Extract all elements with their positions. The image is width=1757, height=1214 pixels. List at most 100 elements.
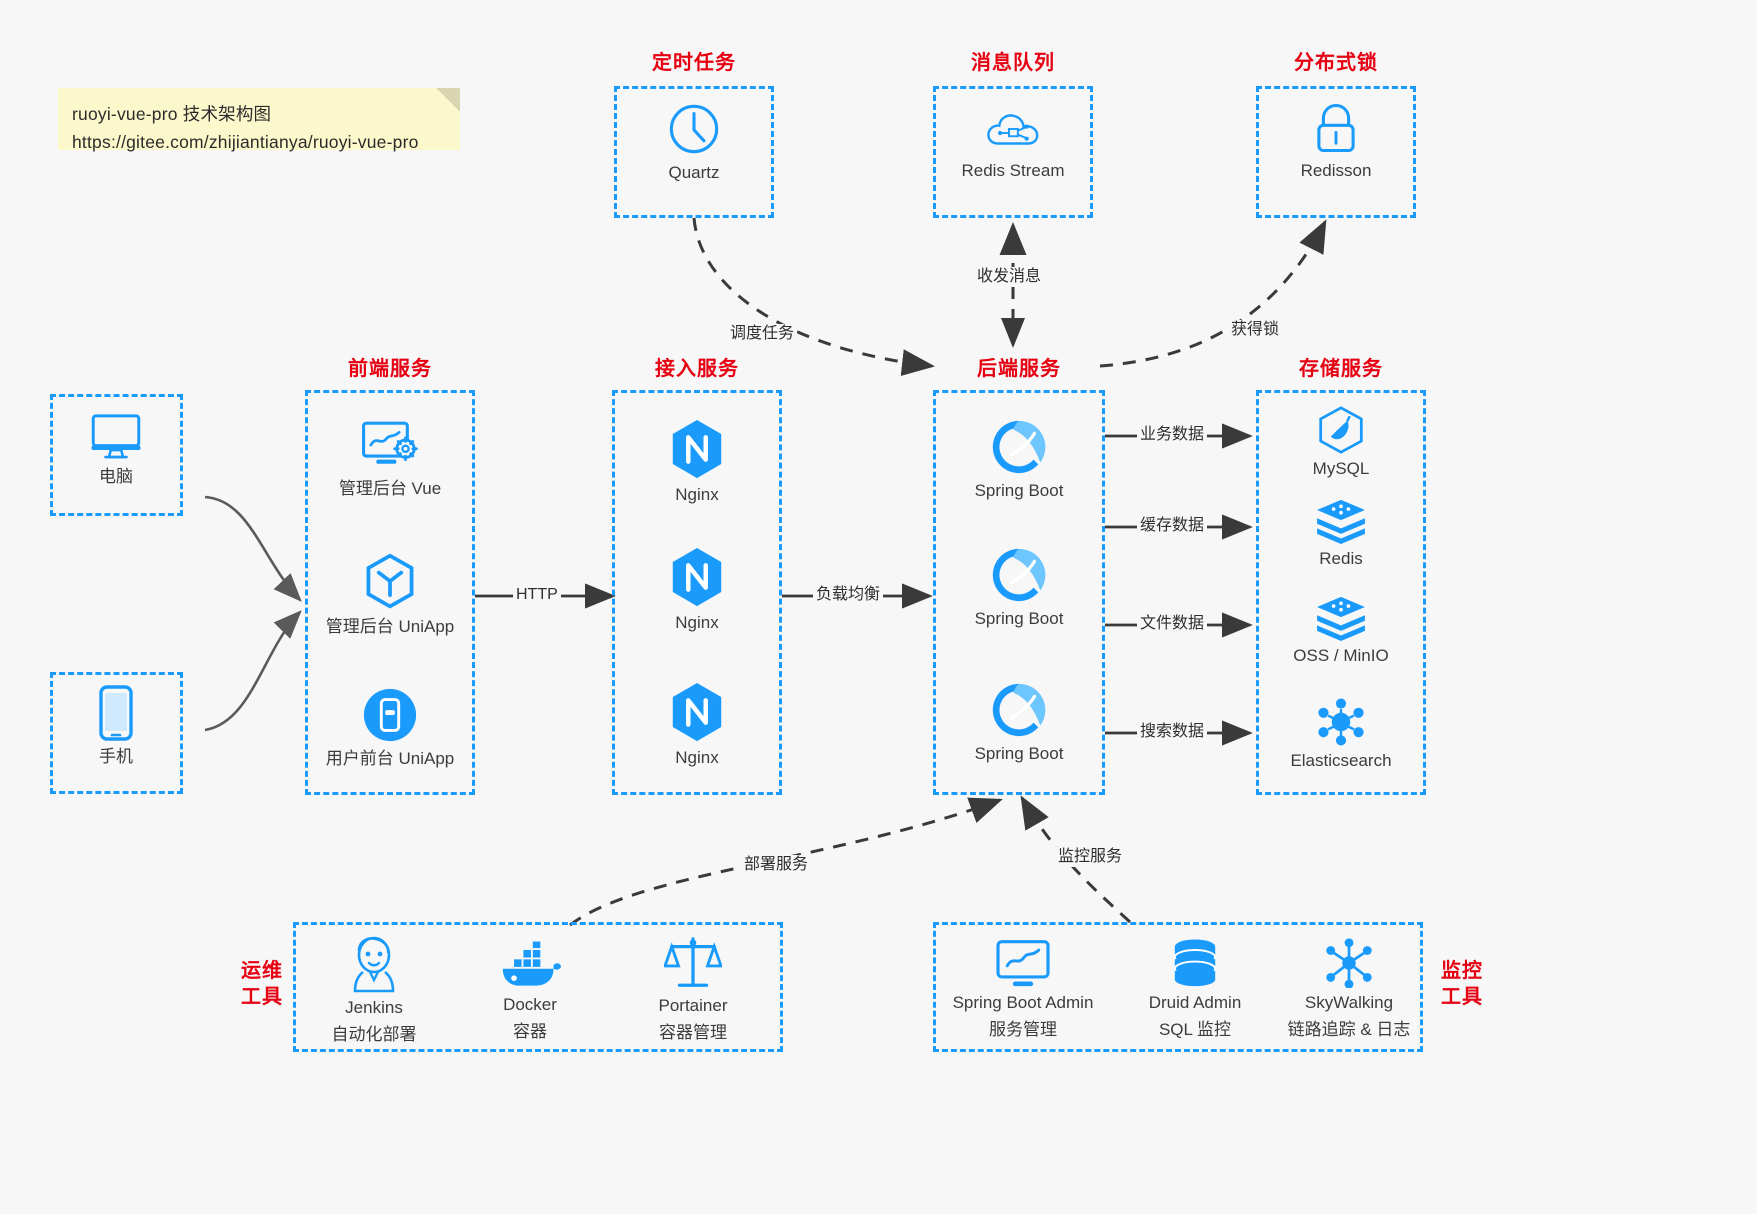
group-title-gateway: 接入服务 [655, 358, 739, 380]
monitoring-title-line-2: 工具 [1441, 986, 1483, 1008]
clock-icon [669, 104, 719, 154]
group-box-client-mobile [50, 672, 183, 794]
group-title-frontend: 前端服务 [348, 358, 432, 380]
node-admin-uniapp[interactable]: 管理后台 UniApp [310, 552, 470, 638]
node-nginx-3[interactable]: Nginx [617, 681, 777, 769]
node-nginx-1[interactable]: Nginx [617, 418, 777, 506]
spring-boot-icon [992, 420, 1046, 474]
group-box-devops [293, 922, 783, 1052]
node-nginx-2[interactable]: Nginx [617, 546, 777, 634]
node-spring-boot-1[interactable]: Spring Boot [939, 418, 1099, 502]
database-stack-icon [1173, 939, 1217, 987]
node-label: Jenkins [345, 998, 403, 1017]
group-box-storage [1256, 390, 1426, 795]
edge-label-acquire-lock: 获得锁 [1228, 320, 1283, 340]
node-jenkins[interactable]: Jenkins 自动化部署 [296, 935, 452, 1046]
desktop-monitor-icon [91, 414, 141, 459]
node-label: 电脑 [99, 467, 133, 486]
node-mysql[interactable]: MySQL [1261, 406, 1421, 480]
node-portainer[interactable]: Portainer 容器管理 [615, 935, 771, 1044]
node-label: 用户前台 UniApp [325, 749, 455, 768]
note-line-1: ruoyi-vue-pro 技术架构图 [72, 104, 272, 124]
edge-label-load-balance: 负载均衡 [813, 585, 884, 605]
note-fold-corner [436, 88, 460, 112]
node-druid-admin[interactable]: Druid Admin SQL 监控 [1117, 938, 1273, 1041]
node-sublabel: 自动化部署 [331, 1025, 417, 1044]
node-label: MySQL [1312, 459, 1370, 478]
spring-boot-icon [992, 548, 1046, 602]
node-label: Redis Stream [961, 161, 1065, 180]
node-sublabel: 容器 [513, 1022, 547, 1041]
node-docker[interactable]: Docker 容器 [452, 940, 608, 1043]
edge-label-file-data: 文件数据 [1137, 614, 1208, 634]
node-skywalking[interactable]: SkyWalking 链路追踪 & 日志 [1264, 938, 1434, 1041]
group-title-devops: 运维 工具 [232, 958, 292, 1010]
group-box-gateway [612, 390, 782, 795]
nginx-icon [672, 547, 722, 607]
portainer-scale-icon [664, 937, 722, 987]
node-label: Docker [503, 995, 557, 1014]
edge-label-deploy-service: 部署服务 [741, 855, 812, 875]
node-sublabel: 容器管理 [659, 1023, 727, 1042]
group-box-monitoring [933, 922, 1423, 1052]
node-label: Spring Boot Admin [952, 993, 1094, 1012]
jenkins-icon [353, 936, 395, 993]
node-spring-boot-2[interactable]: Spring Boot [939, 546, 1099, 630]
node-label: Redis [1319, 549, 1363, 568]
node-label: Spring Boot [974, 744, 1064, 763]
node-redisson[interactable]: Redisson [1256, 100, 1416, 182]
monitor-chart-icon [996, 940, 1050, 987]
node-label: Nginx [675, 485, 719, 504]
node-label: Portainer [658, 996, 728, 1015]
edge-label-monitor-service: 监控服务 [1055, 847, 1126, 867]
group-box-scheduled-task [614, 86, 774, 218]
node-redis-stream[interactable]: Redis Stream [933, 102, 1093, 182]
cloud-stream-icon [987, 114, 1039, 145]
group-title-scheduled-task: 定时任务 [652, 52, 736, 74]
node-label: Redisson [1300, 161, 1372, 180]
group-title-monitoring: 监控 工具 [1432, 958, 1492, 1010]
lock-icon [1317, 103, 1355, 153]
edge-label-business-data: 业务数据 [1137, 425, 1208, 445]
nginx-icon [672, 682, 722, 742]
mobile-app-circle-icon [363, 688, 417, 742]
node-desktop[interactable]: 电脑 [36, 410, 196, 488]
node-label: 管理后台 Vue [338, 479, 442, 498]
node-label: 管理后台 UniApp [325, 617, 455, 636]
node-sublabel: 服务管理 [989, 1020, 1057, 1039]
devops-title-line-1: 运维 [241, 960, 283, 982]
node-quartz[interactable]: Quartz [614, 100, 774, 184]
admin-dashboard-icon [362, 421, 418, 464]
node-label: Quartz [668, 163, 720, 182]
docker-icon [502, 941, 561, 986]
group-title-distributed-lock: 分布式锁 [1294, 52, 1378, 74]
edge-label-send-receive-message: 收发消息 [974, 267, 1045, 287]
skywalking-icon [1326, 938, 1372, 988]
node-spring-boot-3[interactable]: Spring Boot [939, 681, 1099, 765]
group-box-distributed-lock [1256, 86, 1416, 218]
redis-icon [1317, 499, 1365, 544]
node-user-uniapp[interactable]: 用户前台 UniApp [310, 686, 470, 770]
node-spring-boot-admin[interactable]: Spring Boot Admin 服务管理 [938, 938, 1108, 1041]
group-box-backend [933, 390, 1105, 795]
node-redis[interactable]: Redis [1261, 498, 1421, 570]
uniapp-hex-icon [366, 553, 414, 609]
node-admin-vue[interactable]: 管理后台 Vue [310, 418, 470, 500]
group-title-storage: 存储服务 [1299, 358, 1383, 380]
node-label: Spring Boot [974, 481, 1064, 500]
node-sublabel: 链路追踪 & 日志 [1287, 1020, 1411, 1039]
elasticsearch-icon [1318, 698, 1364, 746]
node-label: Nginx [675, 748, 719, 767]
node-elasticsearch[interactable]: Elasticsearch [1261, 698, 1421, 772]
monitoring-title-line-1: 监控 [1441, 960, 1483, 982]
node-label: SkyWalking [1304, 993, 1394, 1012]
group-title-message-queue: 消息队列 [971, 52, 1055, 74]
group-box-frontend [305, 390, 475, 795]
edge-label-http: HTTP [513, 585, 561, 605]
node-oss-minio[interactable]: OSS / MinIO [1261, 595, 1421, 667]
mysql-icon [1319, 406, 1363, 454]
node-label: Elasticsearch [1290, 751, 1392, 770]
group-box-client-desktop [50, 394, 183, 516]
node-mobile[interactable]: 手机 [36, 684, 196, 768]
